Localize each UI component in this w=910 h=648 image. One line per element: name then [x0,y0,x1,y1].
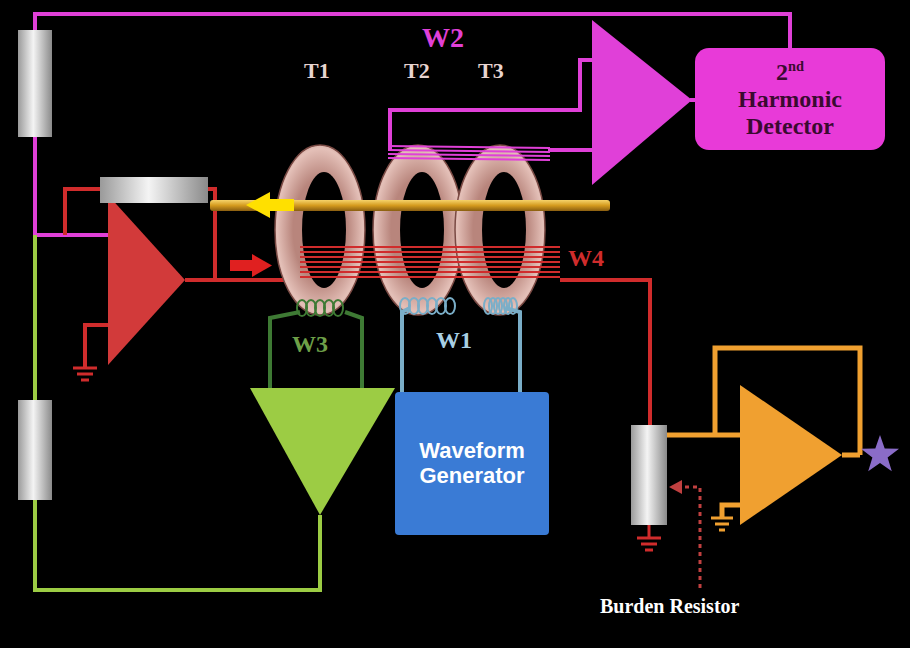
w4-winding [300,251,560,253]
w4-winding [300,266,560,268]
ground-symbol [637,525,661,550]
core-hole [400,172,444,288]
toroid-core [275,145,545,315]
blue-wire [402,308,410,392]
core-hole [302,172,346,288]
part-label: W4 [568,246,604,270]
part-label: W3 [292,332,328,356]
green-wire [345,312,362,388]
component-label: Burden Resistor [600,596,739,616]
output-star [861,435,899,471]
w4-winding [300,256,560,258]
detector-box: 2nd Harmonic Detector [695,48,885,150]
w2-winding [388,150,550,152]
magenta-wire [35,14,790,235]
node-label: 2nd Harmonic Detector [726,58,854,140]
w2-winding [388,154,550,156]
part-label: T2 [404,60,430,82]
part-label: W2 [422,24,464,52]
w2-winding [388,146,550,148]
w2-winding [388,158,550,160]
w4-winding [300,261,560,263]
red-wire [65,189,300,368]
ground-symbol [73,368,97,380]
amplifier-symbol [740,385,842,525]
adjust-arrow-head [669,480,682,494]
green-wire [35,500,320,590]
part-label: T1 [304,60,330,82]
w4-winding [300,271,560,273]
w4-winding [300,246,560,248]
node-label: Waveform Generator [407,439,537,488]
amplifier-symbol [108,195,185,365]
toroid-core [373,145,463,315]
resistor-symbol [100,177,208,203]
toroid-core [275,145,365,315]
current-arrow [246,192,294,218]
ground-symbol [711,518,733,530]
resistor-symbol [18,400,52,500]
w4-winding [300,276,560,278]
coil-winding [297,146,560,316]
red-wire [560,280,650,425]
resistor-symbol [18,30,52,137]
resistor-symbol [631,425,667,525]
green-wire [33,235,37,400]
part-label: W1 [436,328,472,352]
blue-wire [505,308,520,392]
w3-winding [333,300,343,316]
adjust-arrow [680,487,700,588]
w1-winding [445,298,455,314]
core-hole [482,172,526,288]
generator-box: Waveform Generator [395,392,549,535]
amplifier-symbol [592,20,692,185]
part-label: T3 [478,60,504,82]
current-arrow [230,254,272,277]
toroid-core [455,145,545,315]
amplifier-symbol [250,388,395,515]
